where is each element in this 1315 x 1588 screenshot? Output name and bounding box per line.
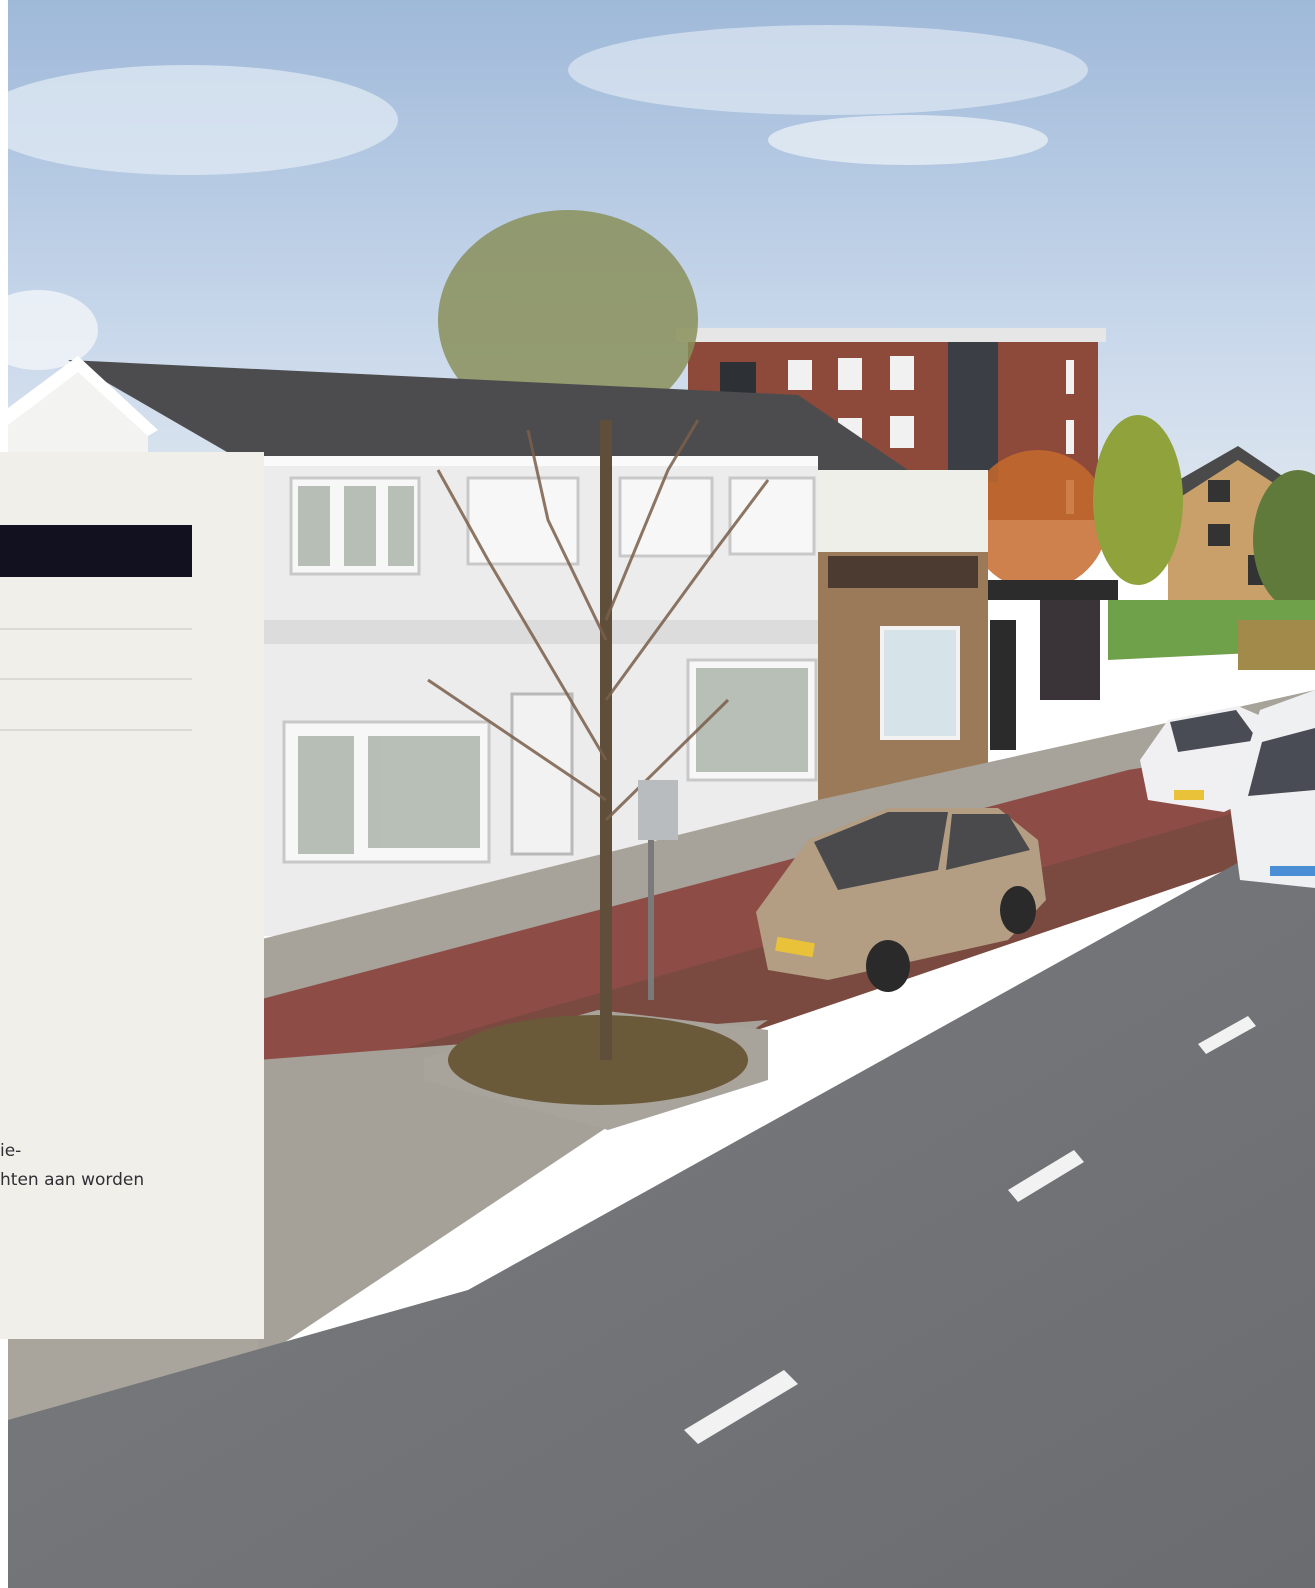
panel-header-bar — [0, 525, 192, 577]
panel-description-line: hten aan worden — [0, 1170, 145, 1190]
panel-divider — [0, 628, 192, 630]
panel-divider — [0, 729, 192, 731]
panel-description: ie- hten aan worden — [0, 1137, 252, 1195]
listing-info-panel: ie- hten aan worden — [0, 452, 264, 1339]
panel-description-line: ie- — [0, 1141, 22, 1161]
panel-divider — [0, 678, 192, 680]
